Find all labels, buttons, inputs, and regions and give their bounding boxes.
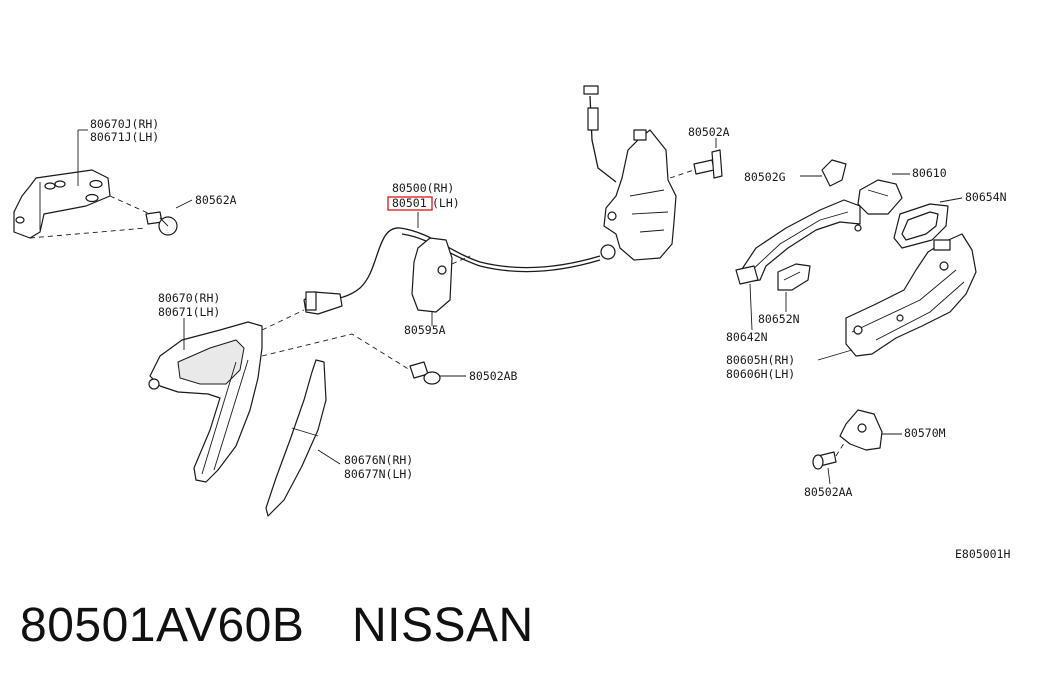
- label-80500: 80500(RH): [392, 181, 454, 195]
- label-80670: 80670(RH): [158, 291, 220, 305]
- bracket-80670j: [13, 169, 111, 239]
- label-80501-lh: (LH): [432, 196, 460, 210]
- label-80642n: 80642N: [726, 330, 768, 344]
- packing-80652n: [777, 263, 811, 291]
- label-80671: 80671(LH): [158, 305, 220, 319]
- cap-80610: [857, 179, 903, 215]
- inner-handle-80670: [148, 321, 263, 483]
- clip-80595a: [411, 237, 453, 313]
- label-80654n: 80654N: [965, 190, 1007, 204]
- leader-80502aa: [827, 467, 831, 485]
- cable-80501: [321, 227, 601, 301]
- escutcheon-80676n: [265, 359, 327, 517]
- bracket-80605h: [845, 233, 977, 357]
- label-80502aa: 80502AA: [804, 485, 853, 499]
- label-80671j: 80671J(LH): [90, 130, 159, 144]
- label-80501: 80501: [392, 196, 427, 210]
- label-80676n: 80676N(RH): [344, 453, 413, 467]
- leader-80562a: [175, 199, 193, 209]
- part-highlight-box: [387, 196, 433, 211]
- leader-80605h: [817, 349, 853, 361]
- lock-actuator: [583, 85, 677, 261]
- leader-80676n: [317, 449, 341, 465]
- label-80502g: 80502G: [744, 170, 786, 184]
- packing-80642n: [735, 265, 759, 285]
- bolt-80502aa: [812, 451, 837, 470]
- label-80677n: 80677N(LH): [344, 467, 413, 481]
- outer-handle: [739, 199, 862, 283]
- bolt-80502a: [693, 149, 723, 179]
- label-80606h: 80606H(LH): [726, 367, 795, 381]
- part-number: 80501AV60B: [20, 599, 305, 652]
- label-80670j: 80670J(RH): [90, 117, 159, 131]
- dash-80670j-screw: [109, 195, 151, 215]
- screw-80562a: [145, 211, 178, 236]
- label-80502ab: 80502AB: [469, 369, 518, 383]
- cable-end-connector: [303, 291, 343, 315]
- label-80570m: 80570M: [904, 426, 946, 440]
- screw-80502ab: [409, 361, 441, 385]
- brand-name: NISSAN: [352, 599, 534, 652]
- label-80562a: 80562A: [195, 193, 237, 207]
- parts-diagram: 80670J(RH) 80671J(LH) 80562A 80502A 8050…: [13, 85, 1010, 560]
- leader-80642n: [749, 283, 753, 331]
- label-80605h: 80605H(RH): [726, 353, 795, 367]
- leader-80654n: [939, 197, 963, 203]
- label-80652n: 80652N: [758, 312, 800, 326]
- gasket-80654n: [893, 203, 949, 249]
- gasket-80502g: [821, 159, 847, 187]
- label-80610: 80610: [912, 166, 947, 180]
- label-80595a: 80595A: [404, 323, 446, 337]
- diagram-ref-code: E805001H: [955, 547, 1010, 560]
- label-80502a: 80502A: [688, 125, 730, 139]
- striker-80570m: [839, 409, 883, 451]
